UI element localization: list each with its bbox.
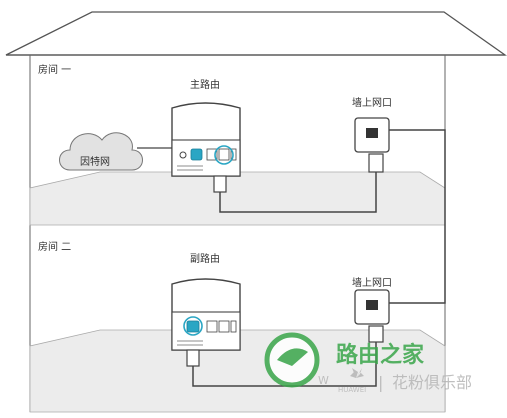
main-router [171, 102, 241, 177]
internet-label: 因特网 [80, 156, 110, 168]
sub-router-highlight-port [186, 320, 200, 333]
main-router-label: 主路由 [190, 78, 220, 91]
main-cable [219, 172, 377, 213]
huawei-flower-icon [350, 368, 364, 378]
main-router-highlight-port [190, 148, 203, 161]
cloud-icon [59, 132, 143, 171]
sub-router-plug [186, 349, 200, 367]
floor-upper [29, 171, 446, 226]
riser-cable [389, 129, 446, 304]
watermark-letter: W [318, 374, 329, 387]
watermark: 路由之家 W HUAWEI | 花粉俱乐部 [264, 332, 472, 394]
sub-router [171, 278, 241, 351]
floor-lower [29, 329, 446, 413]
sub-router-label: 副路由 [190, 252, 220, 265]
watermark-brand: HUAWEI [338, 386, 366, 394]
wall-port-2-label: 墙上网口 [352, 276, 392, 289]
wall-port-2 [354, 289, 390, 343]
watermark-separator: | [378, 373, 383, 392]
room1-label: 房间 一 [38, 63, 71, 76]
house-roof [5, 11, 507, 56]
watermark-title: 路由之家 [336, 342, 425, 368]
wall-port-1 [354, 117, 390, 173]
room2-label: 房间 二 [38, 240, 71, 253]
watermark-subtitle: 花粉俱乐部 [392, 373, 472, 392]
wall-port-1-label: 墙上网口 [352, 96, 392, 109]
main-router-plug [213, 175, 227, 193]
